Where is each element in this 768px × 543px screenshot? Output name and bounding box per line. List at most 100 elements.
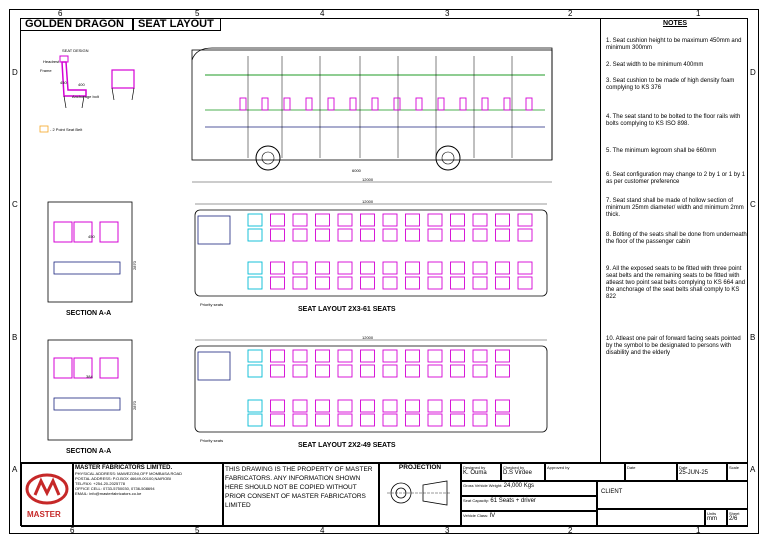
seat: [517, 276, 533, 290]
zone-row-c: C: [12, 200, 18, 209]
zone-col-2-bottom: 2: [568, 526, 573, 535]
seat: [360, 349, 375, 363]
blank-cell: [597, 509, 705, 527]
seat: [337, 364, 353, 378]
seat: [327, 97, 335, 111]
belt-legend-label: - 2 Point Seat Belt: [50, 127, 83, 132]
date-value: 25-JUN-25: [679, 470, 709, 476]
title-block: MASTER MASTER FABRICATORS LIMITED. PHYSI…: [21, 462, 748, 527]
seat: [393, 97, 401, 111]
seat: [292, 364, 308, 378]
seat: [495, 276, 510, 290]
headrest-label: Headrest: [43, 59, 60, 64]
section-height-dim-2: 2870: [132, 400, 137, 410]
seat: [427, 413, 443, 427]
seat: [472, 349, 488, 363]
seat: [382, 228, 398, 242]
zone-col-4-bottom: 4: [320, 526, 325, 535]
overall-length-dim: 12000: [362, 177, 374, 182]
seat: [292, 228, 308, 242]
seat: [405, 364, 420, 378]
seat: [292, 213, 308, 227]
gvw-cell: Gross Vehicle Weight: 24,000 Kgs: [461, 481, 597, 496]
seat: [405, 261, 420, 275]
logo-text: MASTER: [27, 510, 61, 519]
seat: [270, 276, 285, 290]
seat: [270, 349, 285, 363]
seat: [270, 399, 285, 413]
seat: [337, 228, 353, 242]
seat: [337, 399, 353, 413]
section-view-1: 450 2870: [47, 201, 137, 303]
checked-by-value: D.S Virdee: [503, 470, 532, 476]
seat: [360, 413, 375, 427]
frame-label: Frame: [40, 68, 52, 73]
seat: [247, 349, 263, 363]
seat: [481, 97, 489, 111]
zone-row-a: A: [12, 465, 18, 474]
seat: [405, 349, 420, 363]
address-line-4: OFFICE CELL: 0733-5750030, 0736-508694: [75, 486, 155, 491]
seat: [427, 399, 443, 413]
seat: [495, 413, 510, 427]
seat: [382, 364, 398, 378]
seat: [337, 261, 353, 275]
seat: [472, 399, 488, 413]
seat: [382, 349, 398, 363]
zone-row-b: B: [12, 333, 18, 342]
vehicle-class-label: Vehicle Class:: [463, 513, 489, 518]
checked-by-label: Checked by: [503, 465, 525, 470]
notes-title: NOTES: [662, 20, 688, 27]
seat: [270, 364, 285, 378]
notes-panel: NOTES 1. Seat cushion height to be maxim…: [600, 18, 748, 462]
priority-label-2: Priority seats: [200, 438, 223, 443]
seat: [315, 364, 330, 378]
seat: [360, 213, 375, 227]
seat: [525, 97, 533, 111]
seat: [292, 413, 308, 427]
seat: [382, 276, 398, 290]
seat: [283, 97, 291, 111]
seat: [247, 228, 263, 242]
seat: [360, 364, 375, 378]
sheet-cell: Sheet 2/6: [727, 509, 748, 527]
seat: [495, 399, 510, 413]
capacity-label: Seat Capacity:: [463, 498, 490, 503]
seat: [360, 399, 375, 413]
wheelbase-dim: 6000: [352, 168, 362, 173]
seat-front-view: [111, 69, 135, 89]
plan-seats: [247, 213, 533, 427]
seat: [270, 213, 285, 227]
seat: [472, 413, 488, 427]
client-cell: CLIENT: [597, 481, 748, 509]
note-4: 4. The seat stand to be bolted to the fl…: [606, 114, 741, 127]
seat: [405, 399, 420, 413]
zone-col-4: 4: [320, 9, 325, 18]
seat: [450, 228, 465, 242]
seat: [450, 364, 465, 378]
seat: [337, 413, 353, 427]
section-width-dim-2: 384: [86, 374, 93, 379]
seat: [305, 97, 313, 111]
designed-by-label: Designed by: [463, 465, 486, 470]
approved-by-label: Approved by: [547, 465, 570, 470]
seat: [292, 261, 308, 275]
seat: [450, 213, 465, 227]
date-value-cell: Date 25-JUN-25: [677, 463, 727, 481]
seat: [450, 261, 465, 275]
zone-col-1-bottom: 1: [696, 526, 701, 535]
seat-design-detail: SEAT DESIGN Headrest Frame 450 400 Ancho…: [39, 48, 135, 133]
seat: [270, 228, 285, 242]
seat: [270, 413, 285, 427]
master-logo: MASTER: [25, 473, 69, 519]
zone-col-5: 5: [195, 9, 200, 18]
seat: [349, 97, 357, 111]
date-cell: Date: [625, 463, 677, 481]
seat: [517, 213, 533, 227]
note-7: 7. Seat stand shall be made of hollow se…: [606, 198, 744, 218]
seat: [315, 228, 330, 242]
brand-title: GOLDEN DRAGON: [21, 18, 133, 31]
zone-row-d: D: [12, 68, 18, 77]
seat: [495, 213, 510, 227]
plan1-caption: SEAT LAYOUT 2X3-61 SEATS: [298, 306, 396, 313]
